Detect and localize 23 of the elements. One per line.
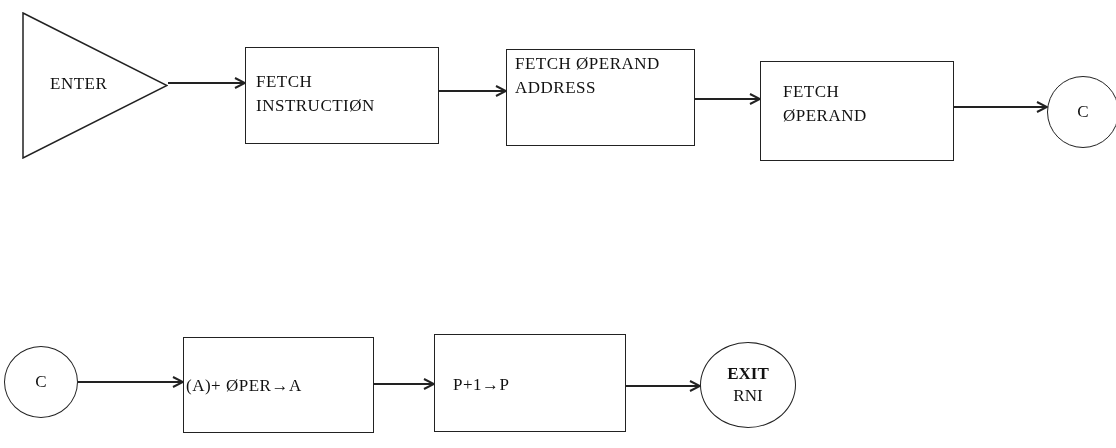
terminal-title: EXIT [727,363,769,385]
terminal-label: RNI [733,385,763,407]
step-label: FETCH ØPERAND ADDRESS [515,53,661,99]
arrow [77,376,184,388]
process-box [434,334,626,432]
step-label: FETCH INSTRUCTIØN [256,71,376,117]
arrow [438,85,507,97]
connector-label: C [1077,101,1089,123]
arrow [694,93,761,105]
process-box [506,49,695,146]
arrow [373,378,435,390]
step-label: (A)+ ØPER→A [186,375,303,397]
process-box [760,61,954,161]
arrow [953,101,1048,113]
step-label: P+1→P [453,374,511,396]
process-box [245,47,439,144]
connector-label: C [35,371,47,393]
step-label: ENTER [50,73,109,95]
arrow [167,77,246,89]
arrow [625,380,701,392]
entry-triangle [22,12,168,159]
process-box [183,337,374,433]
step-label: FETCH ØPERAND [783,81,868,127]
